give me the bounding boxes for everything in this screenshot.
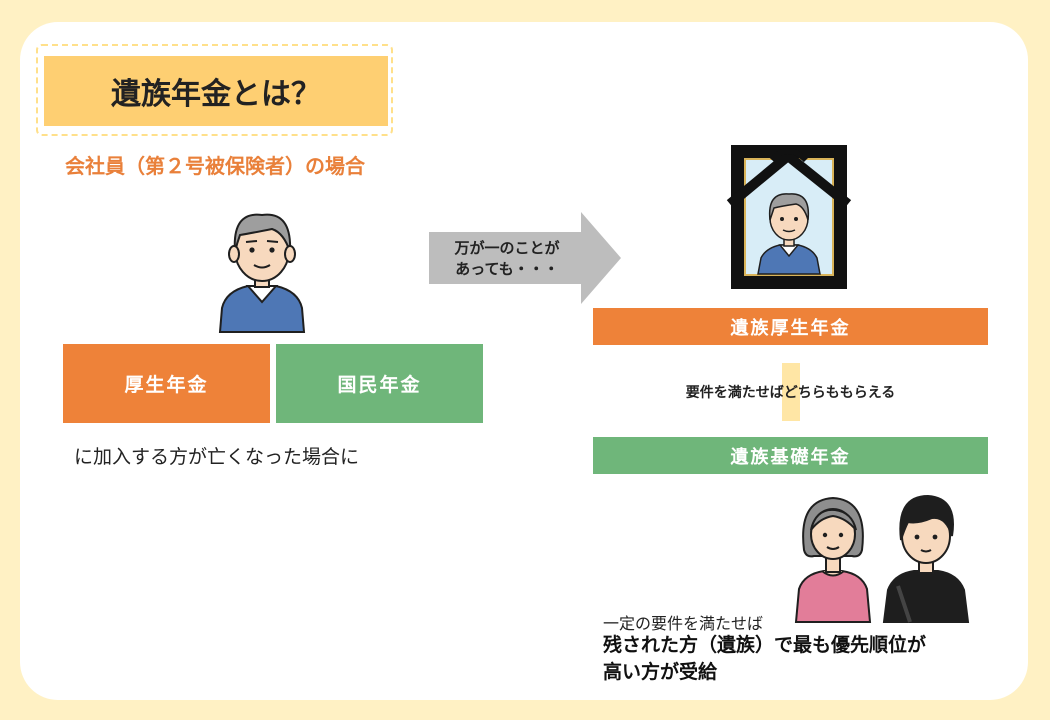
condition-text: 一定の要件を満たせば [603,614,764,633]
memorial-portrait-icon [726,145,852,289]
survivor-employee-pension-box: 遺族厚生年金 [593,308,988,345]
kokumin-nenkin-box: 国民年金 [276,344,483,423]
requirement-text: 要件を満たせばどちらももらえる [685,385,896,401]
page-title: 遺族年金とは？ [44,56,388,126]
boy-icon [882,494,970,623]
result-text: 残された方（遺族）で最も優先順位が 高い方が受給 [603,632,1003,686]
result-line1: 残された方（遺族）で最も優先順位が [603,634,927,656]
survivor-basic-pension-box: 遺族基礎年金 [593,437,988,474]
arrow-caption: 万が一のことが あっても・・・ [432,238,582,280]
requirement-highlight [782,363,800,421]
title-dashed-frame [36,44,393,136]
kosei-nenkin-box: 厚生年金 [63,344,270,423]
arrow-caption-line1: 万が一のことが [454,239,560,257]
man-icon [218,213,306,333]
subtitle: 会社員（第２号被保険者）の場合 [65,154,365,178]
eligibility-note: に加入する方が亡くなった場合に [74,446,360,468]
result-line2: 高い方が受給 [603,661,718,683]
right-arrow-icon [429,212,621,304]
arrow-caption-line2: あっても・・・ [455,260,559,278]
woman-icon [794,496,872,623]
